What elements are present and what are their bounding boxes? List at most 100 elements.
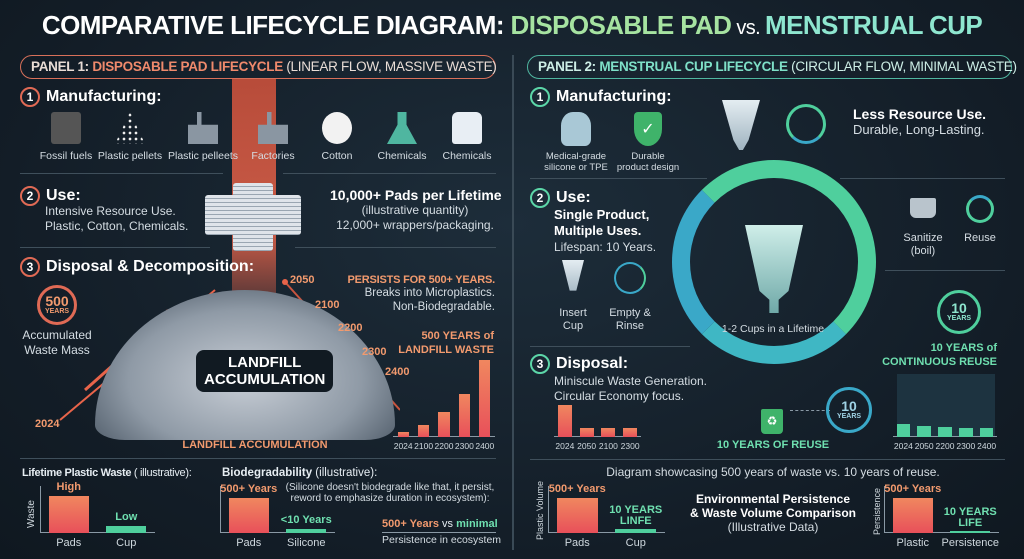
x-axis [884,532,999,533]
bar [556,497,598,533]
tick-label: Plastic [896,537,929,549]
bar [938,427,952,437]
y-axis [220,486,221,533]
bar [397,431,409,437]
bar-label: Low [115,510,138,523]
chart-backdrop [897,374,995,437]
year-label: 2024 [35,418,60,430]
bar [615,528,657,533]
divider [885,270,1005,271]
divider [295,247,496,248]
divider [20,173,223,174]
recycle-bin-icon: ♻ [761,409,783,434]
manufacturing-item-label: Plastic pellets [97,150,163,162]
manufacturing-item-label: Factories [251,150,295,162]
p2-disposal-text: Miniscule Waste Generation.Circular Econ… [554,374,707,403]
tick-label: 2200 [434,441,454,451]
year-label: 2200 [338,322,363,334]
insert-cup-icon [562,260,584,291]
tick-label: 2024 [393,441,413,451]
persistence-compare: 500+ Years vs minimal Persistence in eco… [382,518,502,546]
tick-label: 2050 [577,441,597,451]
y-axis [40,486,41,533]
tick-label: 2200 [935,441,955,451]
bar-label: 10 YEARS LINFE [609,503,663,527]
bar-label: <10 Years [280,514,332,527]
bottom-caption: Diagram showcasing 500 years of waste vs… [606,465,940,479]
manufacturing-item-label: Chemicals [442,150,492,162]
landfill-caption: LANDFILL ACCUMULATION [182,439,328,451]
bar [106,525,147,533]
comparison-title: Environmental Persistence& Waste Volume … [689,492,857,534]
bottle-icon [452,112,482,144]
divider [283,173,496,174]
biodegradability-title: Biodegradability (illustrative): [222,467,378,479]
p1-use-text: Intensive Resource Use.Plastic, Cotton, … [45,204,189,233]
tick-label: Pads [56,537,82,549]
tick-label: 2024 [555,441,575,451]
tick-label: 2024 [893,441,913,451]
y-axis-label: Waste [26,500,37,528]
tick-label: Silicone [286,537,326,549]
resource-use-text: Less Resource Use.Durable, Long-Lasting. [853,106,987,137]
bar [48,496,89,533]
empty-rinse-label: Empty &Rinse [609,307,651,332]
sanitize-label: Sanitize(boil) [903,232,943,257]
reuse-label: Reuse [964,232,996,244]
divider [530,178,707,179]
bar [623,427,638,437]
tick-label: 2050 [914,441,934,451]
factory-icon [188,112,218,144]
tick-label: Cup [116,537,137,549]
tick-label: 2100 [414,441,434,451]
x-axis [554,436,641,437]
divider [20,247,210,248]
bar [601,427,616,437]
y-axis [884,486,885,533]
bar [479,360,491,437]
bar [438,412,450,437]
oil-barrel-icon [51,112,81,144]
persists-text: PERSISTS FOR 500+ YEARS. Breaks into Mic… [347,274,495,313]
pad-stack-illustration [195,183,311,251]
page-title: COMPARATIVE LIFECYCLE DIAGRAM: DISPOSABL… [41,10,983,40]
bar [286,529,327,533]
pads-per-lifetime-stat: 10,000+ Pads per Lifetime (illustrative … [330,187,502,232]
bar [228,497,269,533]
recycle-icon [786,104,826,144]
manufacturing-item-label: Plastic pelleets [167,150,239,162]
cotton-icon [322,112,352,144]
bar [950,530,991,533]
year-label: 2050 [290,274,315,286]
year-label: 2100 [315,299,340,311]
reuse-icon [966,195,994,223]
bar [417,424,430,437]
cycle-caption: 1-2 Cups in a Lifetime [721,323,825,335]
x-axis [548,532,665,533]
pellets-icon [115,112,145,144]
single-product-text: Single Product,Multiple Uses. [554,207,650,238]
manufacturing-item-label: Fossil fuels [39,150,93,162]
lifetime-waste-title: Lifetime Plastic Waste ( illustrative): [22,467,192,479]
panel1-header: PANEL 1: DISPOSABLE PAD LIFECYCLE (LINEA… [20,55,497,79]
lifespan-text: Lifespan: 10 Years. [554,240,657,254]
bar [892,497,933,533]
y-axis [548,486,549,533]
cup-icon [722,100,760,150]
divider [530,459,1005,460]
y-axis-label: Plastic Volume [535,480,545,540]
rinse-icon [614,262,646,294]
x-axis [220,532,335,533]
